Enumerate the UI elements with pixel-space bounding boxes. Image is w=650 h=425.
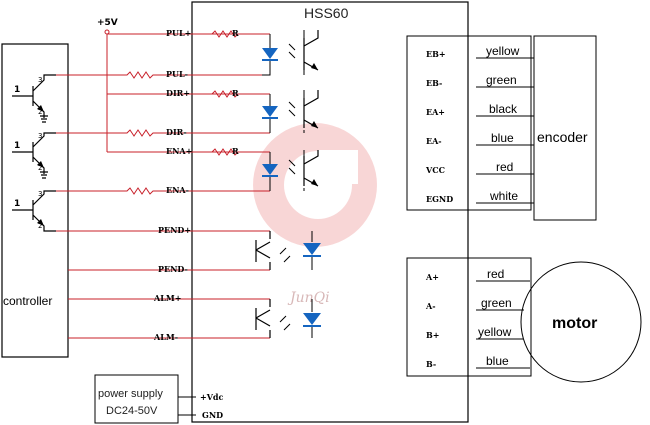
encoder-label: encoder	[537, 129, 588, 145]
controller-transistor-3	[12, 190, 56, 232]
signal-pend-minus: PEND-	[158, 264, 188, 274]
signal-dir-minus: DIR-	[166, 127, 187, 137]
power-wires	[178, 396, 196, 416]
encoder-pin-0: EB+	[426, 49, 446, 59]
gnd-label: GND	[202, 410, 223, 420]
pin-collector-1: 3	[38, 76, 42, 84]
encoder-color-1: green	[486, 73, 517, 87]
motor-pin-2: B+	[426, 330, 439, 340]
motor-color-1: green	[481, 296, 512, 310]
signal-pul-plus: PUL+	[166, 28, 191, 38]
driver-title: HSS60	[304, 5, 349, 21]
base-label-1: 1	[14, 85, 20, 95]
watermark-text: JunQi	[287, 290, 330, 306]
encoder-pin-4: VCC	[425, 165, 445, 175]
base-label-3: 1	[14, 199, 20, 209]
motor-color-2: yellow	[478, 325, 512, 339]
driver-box	[191, 1, 469, 423]
motor-circle	[520, 261, 642, 383]
resistor-label-dir: R	[232, 88, 239, 98]
motor-color-0: red	[487, 267, 504, 281]
motor-wire-list: red green yellow blue	[476, 267, 530, 369]
encoder-pin-3: EA-	[426, 136, 442, 146]
pin-collector-3: 3	[38, 190, 42, 198]
base-label-2: 1	[14, 141, 20, 151]
optocoupler-alm	[255, 299, 321, 338]
motor-label: motor	[552, 315, 597, 332]
signal-alm-plus: ALM+	[153, 293, 181, 303]
pin-collector-2: 3	[38, 132, 42, 140]
controller-box	[1, 43, 69, 358]
controller-transistor-2	[12, 132, 56, 179]
encoder-color-0: yellow	[486, 44, 520, 58]
vdc-label: +Vdc	[200, 392, 224, 402]
pin-emitter-2: 2	[38, 164, 42, 172]
encoder-box	[533, 35, 597, 221]
optocoupler-ena	[262, 150, 319, 191]
motor-pin-list: A+ A- B+ B-	[425, 272, 439, 369]
motor-color-3: blue	[486, 354, 509, 368]
resistor-label-ena: R	[232, 146, 239, 156]
encoder-color-5: white	[489, 189, 518, 203]
optocoupler-dir	[262, 90, 319, 133]
signal-pul-minus: PUL-	[166, 69, 188, 79]
encoder-connector-box	[406, 35, 532, 211]
signal-alm-minus: ALM-	[153, 332, 178, 342]
motor-pin-0: A+	[425, 272, 439, 282]
controller-wires	[56, 30, 270, 339]
encoder-pin-5: EGND	[426, 194, 453, 204]
power-supply-line2: DC24-50V	[106, 405, 158, 417]
resistor-label-pul: R	[232, 28, 239, 38]
encoder-pin-list: EB+ EB- EA+ EA- VCC EGND	[425, 49, 453, 204]
signal-pend-plus: PEND+	[158, 225, 191, 235]
encoder-color-2: black	[489, 102, 518, 116]
encoder-wire-list: yellow green black blue red white	[476, 44, 534, 204]
signal-ena-plus: ENA+	[166, 146, 192, 156]
encoder-pin-2: EA+	[426, 107, 445, 117]
pin-emitter-1: 2	[38, 108, 42, 116]
signal-ena-minus: ENA-	[166, 185, 189, 195]
controller-label: controller	[3, 294, 52, 308]
optocoupler-pul	[262, 30, 319, 76]
encoder-color-4: red	[496, 160, 513, 174]
supply-node	[104, 29, 110, 35]
power-supply-box	[94, 374, 179, 424]
signal-dir-plus: DIR+	[166, 88, 190, 98]
motor-connector-box	[406, 257, 532, 377]
encoder-color-3: blue	[491, 131, 514, 145]
optocoupler-pend	[255, 231, 321, 270]
pin-emitter-3: 2	[38, 222, 42, 230]
controller-transistor-1	[12, 74, 56, 123]
power-supply-line1: power supply	[98, 388, 163, 400]
motor-pin-3: B-	[426, 359, 436, 369]
supply-voltage-label: +5V	[97, 18, 118, 28]
encoder-pin-1: EB-	[426, 78, 442, 88]
motor-pin-1: A-	[425, 301, 436, 311]
